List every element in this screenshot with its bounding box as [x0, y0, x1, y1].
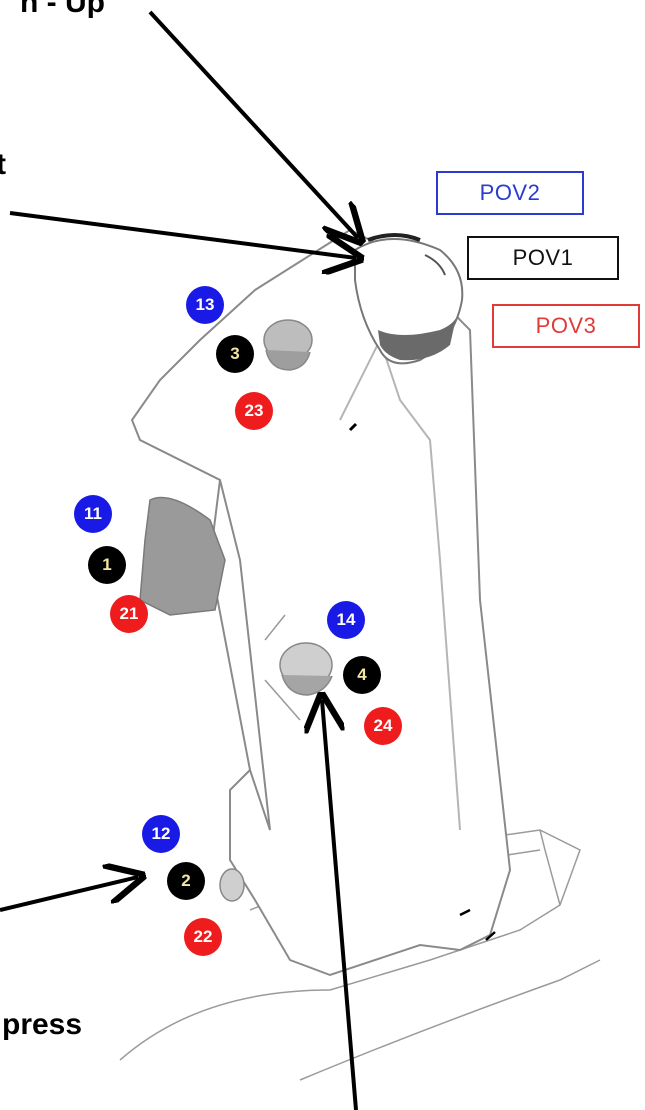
callout-label-left: t	[0, 148, 6, 181]
button-12-badge: 12	[142, 815, 180, 853]
button-2-badge: 2	[167, 862, 205, 900]
button-21-badge: 21	[110, 595, 148, 633]
button-3-badge: 3	[216, 335, 254, 373]
pov3-label: POV3	[492, 304, 640, 348]
button-22-badge: 22	[184, 918, 222, 956]
arrow-bottom	[322, 700, 358, 1110]
button-11-badge: 11	[74, 495, 112, 533]
joystick-body	[130, 228, 512, 977]
pinky-button	[219, 868, 245, 902]
thumb-button-top	[263, 319, 313, 371]
trigger	[139, 496, 226, 616]
arrow-bottom-left	[0, 877, 138, 912]
button-1-badge: 1	[88, 546, 126, 584]
callout-arrows	[0, 10, 358, 1110]
arrow-top	[148, 10, 358, 238]
callout-label-top: n - Up	[20, 0, 105, 19]
pov-hat	[354, 233, 464, 365]
button-14-badge: 14	[327, 601, 365, 639]
pov2-label: POV2	[436, 171, 584, 215]
button-23-badge: 23	[235, 392, 273, 430]
button-24-badge: 24	[364, 707, 402, 745]
button-13-badge: 13	[186, 286, 224, 324]
button-4-badge: 4	[343, 656, 381, 694]
thumb-button-middle	[264, 614, 333, 721]
pov1-label: POV1	[467, 236, 619, 280]
callout-label-bottom: press	[2, 1008, 83, 1041]
arrow-left	[9, 211, 356, 258]
